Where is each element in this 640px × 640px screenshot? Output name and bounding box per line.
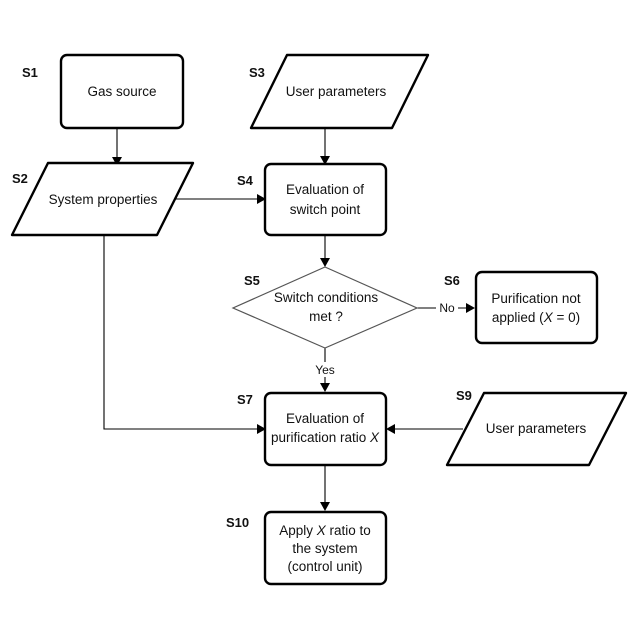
step-label-s9: S9 [456, 388, 472, 403]
node-gas-source: Gas source [61, 55, 183, 128]
apply-ratio-line2: the system [292, 541, 357, 556]
edge-user-parameters-to-switch-eval [320, 128, 330, 165]
node-user-parameters-top: User parameters [251, 55, 428, 128]
node-system-properties: System properties [12, 163, 193, 235]
step-label-s2: S2 [12, 171, 28, 186]
evaluation-switch-line1: Evaluation of [286, 182, 364, 197]
system-properties-label: System properties [49, 192, 158, 207]
edge-switch-eval-to-decision [320, 235, 330, 267]
edge-gas-source-to-system-properties [112, 128, 122, 166]
edge-label-no: No [439, 301, 455, 315]
edge-label-yes: Yes [315, 363, 335, 377]
evaluation-switch-line2: switch point [290, 202, 361, 217]
edge-ratio-eval-to-apply [320, 466, 330, 511]
step-label-s7: S7 [237, 392, 253, 407]
gas-source-label: Gas source [87, 84, 156, 99]
edge-user-parameters-right-to-ratio-eval [386, 424, 463, 434]
step-label-s4: S4 [237, 173, 254, 188]
switch-conditions-line2: met ? [309, 309, 343, 324]
not-applied-line1: Purification not [491, 291, 581, 306]
step-label-s1: S1 [22, 65, 38, 80]
switch-conditions-line1: Switch conditions [274, 290, 379, 305]
step-label-s3: S3 [249, 65, 265, 80]
evaluation-ratio-line1: Evaluation of [286, 411, 364, 426]
apply-ratio-line3: (control unit) [287, 559, 362, 574]
node-switch-conditions-decision: Switch conditions met ? [233, 267, 417, 348]
apply-ratio-line1: Apply X ratio to [279, 523, 371, 538]
user-parameters-right-label: User parameters [486, 421, 587, 436]
node-user-parameters-right: User parameters [447, 393, 626, 465]
step-label-s6: S6 [444, 273, 460, 288]
user-parameters-top-label: User parameters [286, 84, 387, 99]
node-evaluation-switch-point: Evaluation of switch point [265, 164, 386, 235]
node-purification-not-applied: Purification not applied (X = 0) [476, 272, 597, 343]
evaluation-ratio-line2: purification ratio X [271, 430, 380, 445]
step-label-s5: S5 [244, 273, 260, 288]
node-apply-ratio: Apply X ratio to the system (control uni… [265, 512, 386, 584]
edge-system-properties-to-switch-eval [174, 194, 266, 204]
node-evaluation-purification-ratio: Evaluation of purification ratio X [265, 393, 386, 465]
step-label-s10: S10 [226, 515, 249, 530]
not-applied-line2: applied (X = 0) [492, 310, 580, 325]
